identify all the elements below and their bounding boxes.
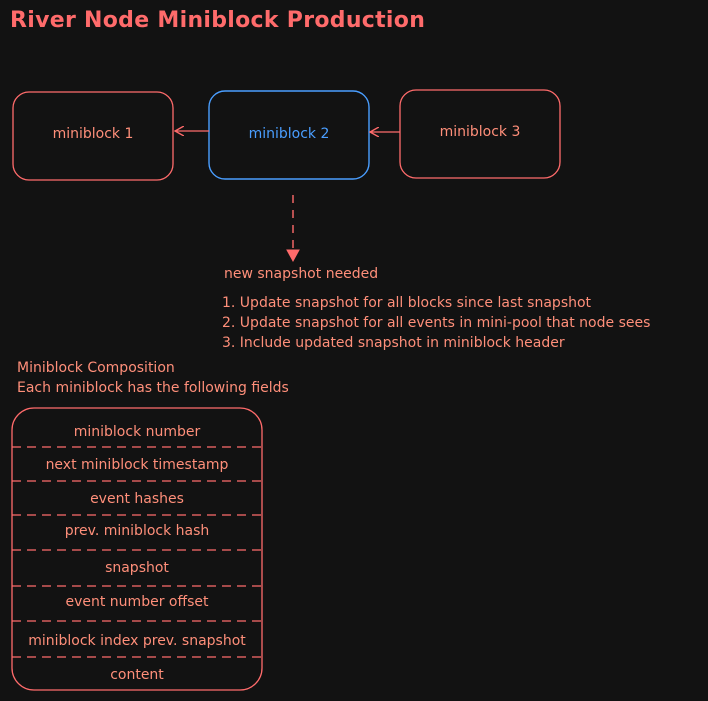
field-prev-miniblock-hash: prev. miniblock hash	[64, 523, 210, 539]
composition-subheading: Each miniblock has the following fields	[17, 380, 289, 396]
field-next-miniblock-timestamp: next miniblock timestamp	[45, 457, 229, 473]
field-event-hashes: event hashes	[90, 491, 184, 507]
field-content: content	[110, 667, 164, 683]
field-snapshot: snapshot	[105, 560, 169, 576]
snapshot-label: new snapshot needed	[224, 266, 379, 282]
snapshot-step-1: 1. Update snapshot for all blocks since …	[222, 295, 592, 311]
field-event-number-offset: event number offset	[65, 594, 209, 610]
miniblock-3-label: miniblock 3	[439, 124, 521, 140]
arrow-to-snapshot-head	[286, 249, 300, 263]
composition-table	[11, 407, 263, 691]
snapshot-step-2: 2. Update snapshot for all events in min…	[222, 315, 651, 331]
miniblock-1-label: miniblock 1	[52, 126, 134, 142]
miniblock-3-box[interactable]	[399, 89, 561, 179]
miniblock-2-label: miniblock 2	[248, 126, 330, 142]
field-miniblock-index-prev-snapshot: miniblock index prev. snapshot	[28, 633, 246, 649]
field-miniblock-number: miniblock number	[73, 424, 201, 440]
miniblock-1-box[interactable]	[12, 91, 174, 181]
field-dividers	[12, 446, 262, 658]
diagram-title: River Node Miniblock Production	[10, 8, 426, 33]
composition-heading: Miniblock Composition	[17, 360, 175, 376]
snapshot-step-3: 3. Include updated snapshot in miniblock…	[222, 335, 565, 351]
